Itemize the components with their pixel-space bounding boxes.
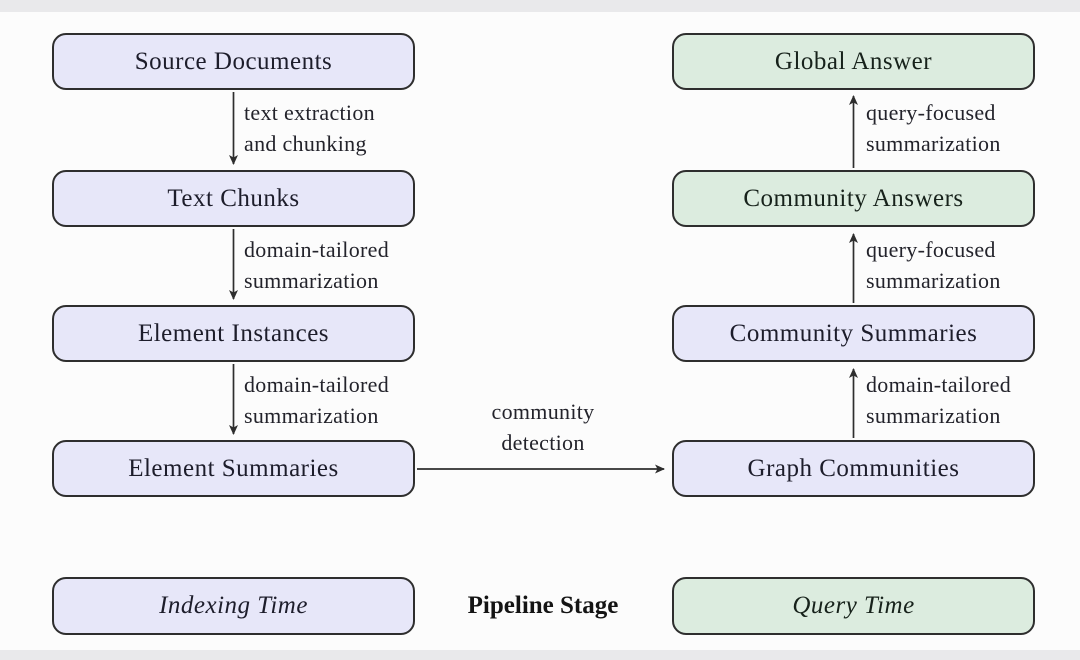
legend-query-time: Query Time: [672, 577, 1035, 635]
node-graph-communities: Graph Communities: [672, 440, 1035, 497]
top-border-strip: [0, 0, 1080, 12]
edge-label-query-summarization-2: query-focused summarization: [866, 100, 1001, 156]
legend-pipeline-stage: Pipeline Stage: [467, 592, 619, 619]
edge-label-domain-summarization-2: domain-tailored summarization: [244, 372, 390, 428]
edge-label-query-summarization-1: query-focused summarization: [866, 237, 1001, 293]
node-global-answer: Global Answer: [672, 33, 1035, 90]
node-community-summaries: Community Summaries: [672, 305, 1035, 362]
node-element-summaries: Element Summaries: [52, 440, 415, 497]
node-community-answers: Community Answers: [672, 170, 1035, 227]
edge-label-text-extraction: text extraction and chunking: [244, 100, 375, 156]
node-text-chunks: Text Chunks: [52, 170, 415, 227]
node-element-instances: Element Instances: [52, 305, 415, 362]
edge-label-domain-summarization-1: domain-tailored summarization: [244, 237, 390, 293]
node-source-documents: Source Documents: [52, 33, 415, 90]
bottom-border-strip: [0, 650, 1080, 660]
edge-label-community-detection: community detection: [491, 399, 595, 455]
legend-indexing-time: Indexing Time: [52, 577, 415, 635]
edge-label-domain-summarization-3: domain-tailored summarization: [866, 372, 1012, 428]
